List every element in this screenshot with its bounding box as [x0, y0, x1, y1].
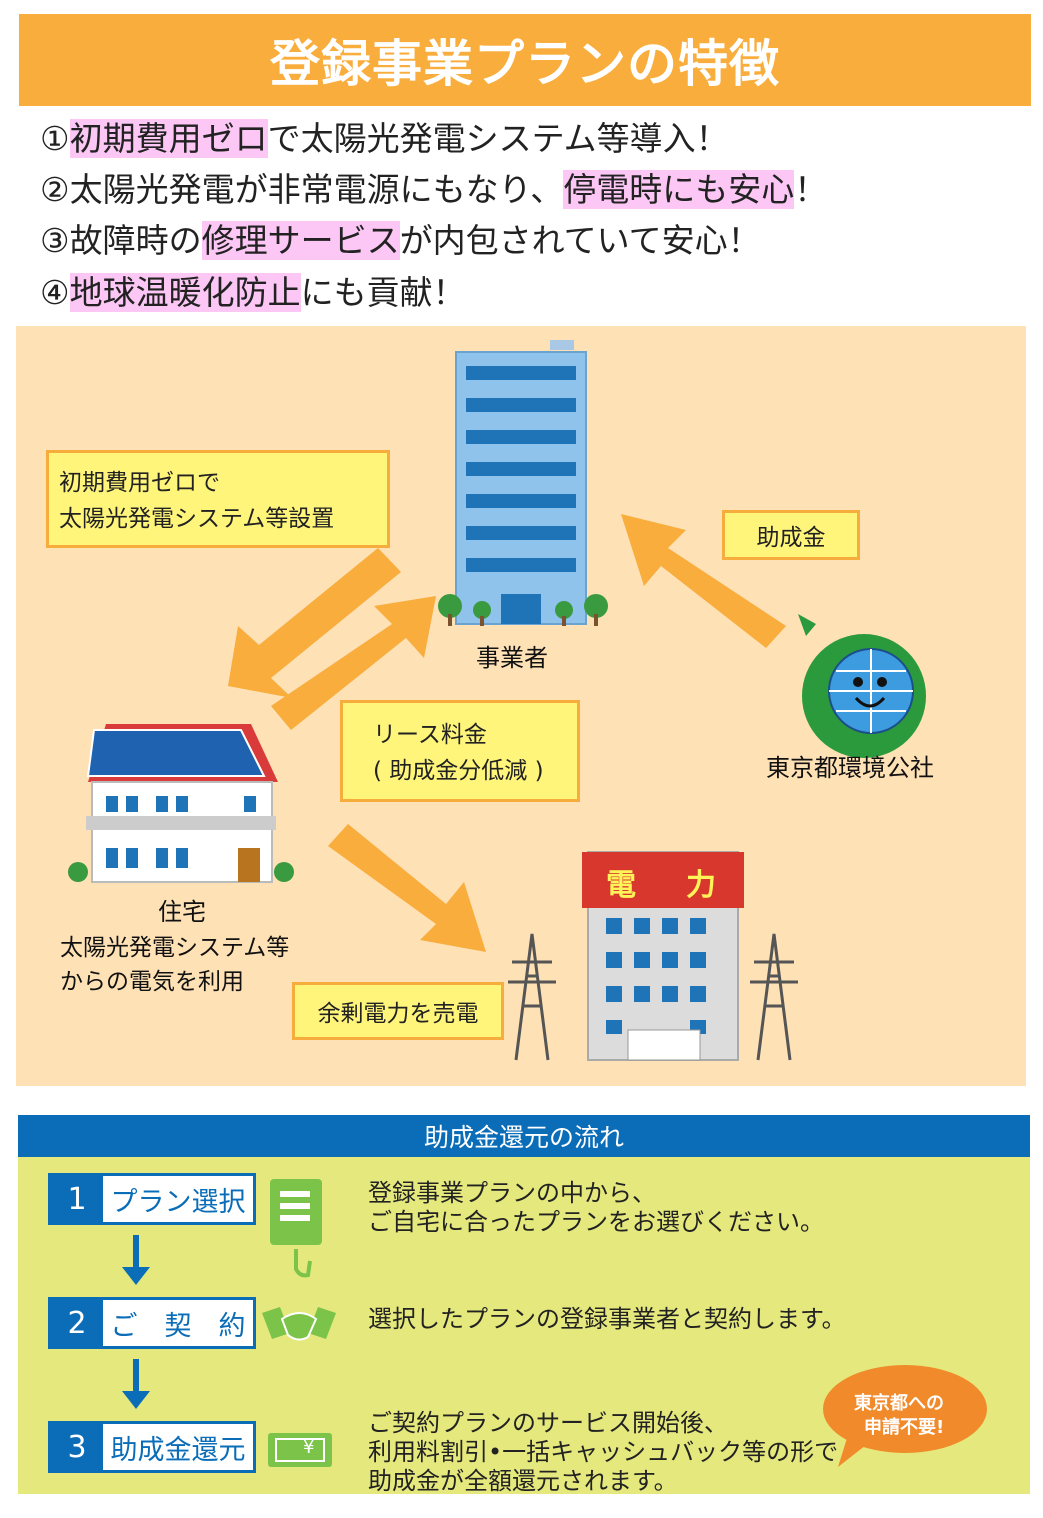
page-title: 登録事業プランの特徴 [270, 35, 780, 93]
house-label: 住宅 [158, 898, 206, 926]
step-3-desc: ご契約プランのサービス開始後、 利用料割引•一括キャッシュバック等の形で 助成金… [368, 1409, 838, 1496]
arrow-subsidy-icon [621, 514, 786, 648]
document-icon [270, 1179, 322, 1278]
step-desc-line: 利用料割引•一括キャッシュバック等の形で [368, 1438, 839, 1466]
arrow-lease-icon [271, 596, 436, 730]
bubble-line1: 東京都への [854, 1393, 944, 1414]
surplus-box: 余剰電力を売電 [292, 982, 504, 1040]
step-3-badge: 3 助成金還元 [48, 1421, 256, 1473]
flow-header: 助成金還元の流れ [18, 1115, 1030, 1157]
step-2-badge: 2 ご 契 約 [48, 1297, 256, 1349]
surplus-box-label: 余剰電力を売電 [317, 1001, 479, 1027]
arrow-surplus-icon [328, 824, 486, 952]
feature-text: ④ [40, 273, 70, 312]
house-icon [68, 724, 294, 883]
diagram-illustrations [68, 340, 926, 1061]
feature-text: で太陽光発電システム等導入！ [267, 119, 729, 158]
install-box-line2: 太陽光発電システム等設置 [59, 506, 335, 532]
step-label: ご 契 約 [110, 1310, 246, 1342]
handshake-icon [262, 1307, 336, 1341]
money-icon [268, 1433, 332, 1467]
lease-box: リース料金 ( 助成金分低減 ) [340, 700, 580, 802]
corp-label: 東京都環境公社 [766, 754, 934, 782]
lease-box-line1: リース料金 [373, 722, 487, 748]
diagram: 電 力 初期費用ゼロで 太陽光発電システム等設置 助成金 リース料金 ( 助成金… [16, 326, 1026, 1086]
title-bar: 登録事業プランの特徴 [19, 14, 1031, 106]
pylon-icon [508, 933, 798, 1061]
bubble-line2: 申請不要! [864, 1417, 945, 1438]
house-sub-line2: からの電気を利用 [60, 969, 244, 995]
feature-text: ③故障時の [40, 221, 202, 260]
feature-highlight: 修理サービス [201, 221, 400, 260]
step-desc-line: 登録事業プランの中から、 [368, 1179, 656, 1207]
step-label: 助成金還元 [110, 1434, 246, 1466]
flow-header-text: 助成金還元の流れ [423, 1123, 624, 1152]
feature-2: ②太陽光発電が非常電源にもなり、停電時にも安心！ [40, 168, 827, 212]
power-company-icon [508, 851, 798, 1061]
install-box-line1: 初期費用ゼロで [59, 470, 220, 496]
step-desc-line: ご契約プランのサービス開始後、 [368, 1409, 728, 1437]
step-desc-line: 選択したプランの登録事業者と契約します。 [368, 1305, 846, 1333]
subsidy-box-label: 助成金 [756, 525, 826, 551]
feature-text: ① [40, 119, 70, 158]
lease-box-line2: ( 助成金分低減 ) [373, 758, 544, 784]
feature-3: ③故障時の修理サービスが内包されていて安心！ [40, 219, 761, 263]
feature-text: が内包されていて安心！ [399, 221, 761, 260]
feature-text: にも貢献！ [300, 273, 466, 312]
feature-highlight: 初期費用ゼロ [69, 119, 268, 158]
house-sub-line1: 太陽光発電システム等 [60, 935, 290, 961]
business-label: 事業者 [476, 644, 548, 672]
globe-mascot-icon [798, 614, 926, 758]
step-1-desc: 登録事業プランの中から、 ご自宅に合ったプランをお選びください。 [368, 1179, 824, 1237]
flow-body: 1 プラン選択 2 ご 契 約 3 助成金還元 [18, 1157, 1030, 1496]
feature-text: ②太陽光発電が非常電源にもなり、 [40, 170, 564, 209]
step-number: 2 [51, 1300, 103, 1346]
yen-symbol: ¥ [303, 1437, 315, 1458]
step-desc-line: ご自宅に合ったプランをお選びください。 [368, 1208, 824, 1236]
step-number: 1 [51, 1176, 103, 1222]
step-1-badge: 1 プラン選択 [48, 1173, 256, 1225]
subsidy-box: 助成金 [722, 510, 860, 560]
feature-text: ！ [794, 170, 828, 209]
power-sign-char-1: 電 [606, 868, 636, 903]
arrow-install-icon [228, 548, 401, 698]
step-number: 3 [51, 1424, 103, 1470]
feature-highlight: 停電時にも安心 [563, 170, 795, 209]
power-sign-char-2: 力 [686, 868, 716, 903]
install-box: 初期費用ゼロで 太陽光発電システム等設置 [46, 450, 390, 548]
feature-highlight: 地球温暖化防止 [69, 273, 301, 312]
step-desc-line: 助成金が全額還元されます。 [368, 1467, 678, 1495]
feature-1: ①初期費用ゼロで太陽光発電システム等導入！ [40, 117, 729, 161]
step-2-desc: 選択したプランの登録事業者と契約します。 [368, 1305, 846, 1334]
office-building-icon [438, 340, 608, 626]
feature-4: ④地球温暖化防止にも貢献！ [40, 271, 466, 315]
step-label: プラン選択 [110, 1186, 246, 1218]
